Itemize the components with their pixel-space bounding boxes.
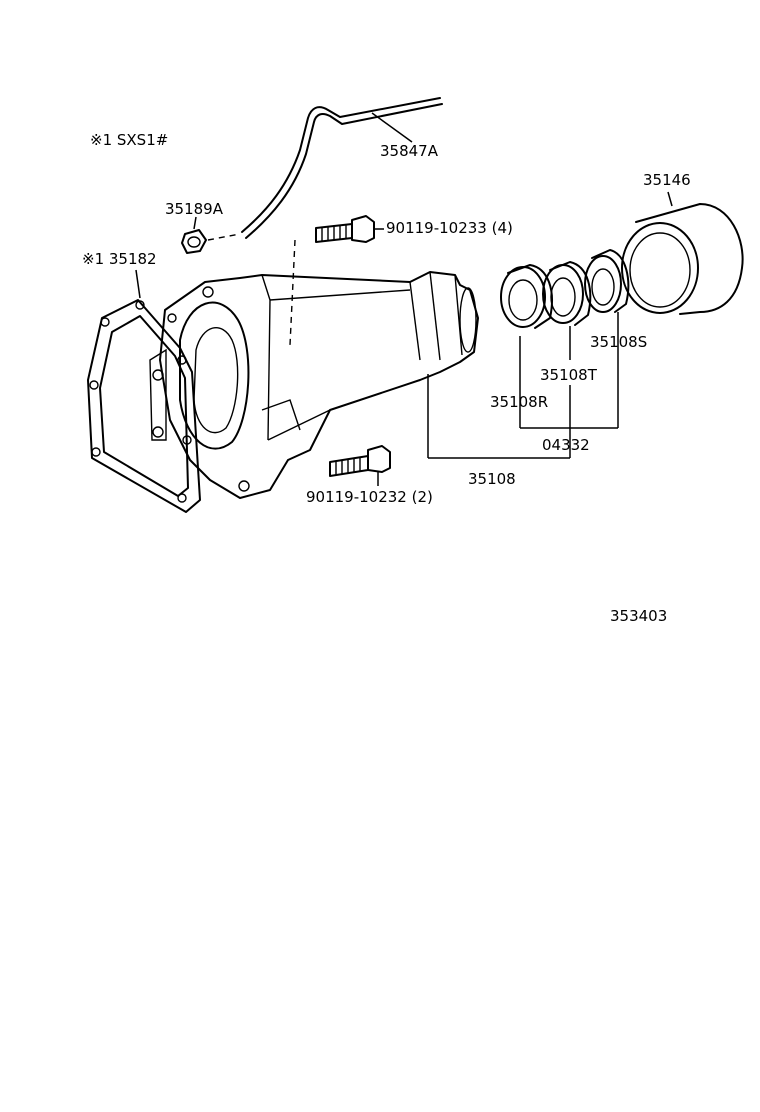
leader-35189a [193,216,197,230]
callout-bracket [427,312,619,459]
label-breather-tube: 35847A [380,142,439,160]
leader-35182 [135,269,141,299]
label-seal-s: 35108S [590,333,647,351]
seal-s [584,249,630,313]
extension-housing [149,271,479,499]
breather-tube [241,97,443,239]
label-dust-cover: 35146 [643,171,691,189]
label-plug: 35189A [165,200,224,218]
seal-r [500,264,553,329]
bolt-lower [329,445,391,486]
label-bolt-lower: 90119-10232 (2) [306,488,433,506]
dust-cover [621,191,744,315]
label-seal-t: 35108T [540,366,598,384]
leader-35847a [371,112,413,143]
label-seal-r: 35108R [490,393,548,411]
seal-t [542,261,592,326]
bolt-upper [289,215,384,346]
diagram-code: 353403 [610,607,667,625]
gasket-part [87,269,201,513]
label-bolt-upper: 90119-10233 (4) [386,219,513,237]
plug-part [181,216,241,254]
label-extension-housing: 35108 [468,470,516,488]
label-gasket: ※1 35182 [82,250,157,268]
label-seal-kit: 04332 [542,436,590,454]
note-label: ※1 SXS1# [90,131,168,149]
leader-35146 [667,191,673,207]
